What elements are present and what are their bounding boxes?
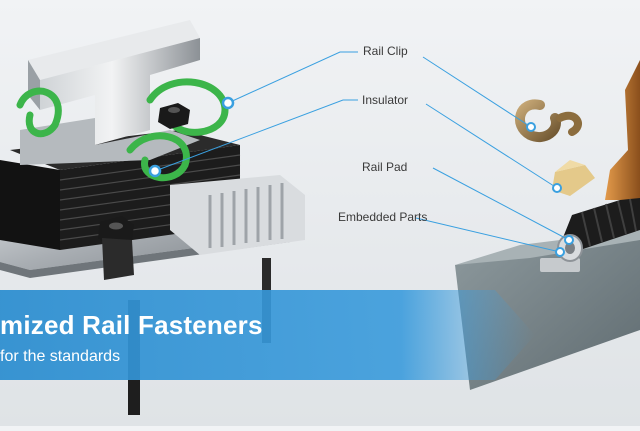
rail-clip-part [515,99,582,142]
bolts [98,103,190,280]
label-embedded-parts: Embedded Parts [338,210,428,224]
rail-pad-part [560,198,640,250]
rail [20,20,200,165]
title-banner-band [0,290,535,380]
leader-lines [154,51,570,253]
leader-dots [148,96,574,257]
label-insulator: Insulator [362,93,409,107]
banner-subtitle: for the standards [0,348,121,365]
insulator-part [552,160,595,196]
ribbed-housing [170,175,305,255]
banner-title: mized Rail Fasteners [0,310,263,340]
label-rail-clip: Rail Clip [363,44,408,58]
rail-profile-copper [605,60,640,200]
label-rail-pad: Rail Pad [362,160,408,174]
